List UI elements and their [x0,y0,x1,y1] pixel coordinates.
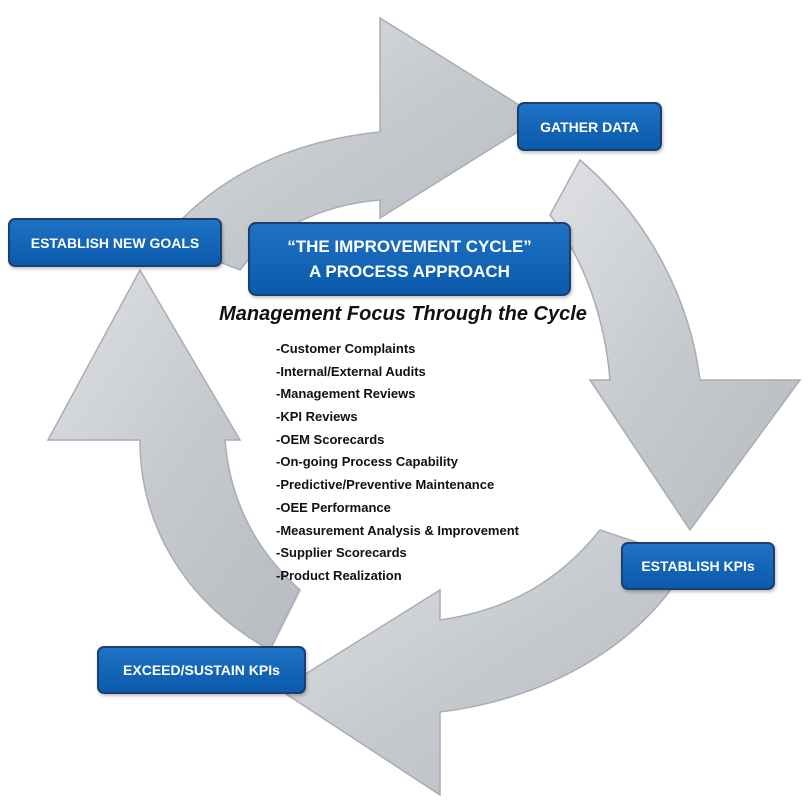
focus-heading: Management Focus Through the Cycle [219,303,587,325]
focus-list-item: -Product Realization [276,567,402,583]
arrow-bottom [278,529,692,797]
stage-gather-data-label: GATHER DATA [540,118,639,135]
title-line-1: “THE IMPROVEMENT CYCLE” [287,237,532,256]
stage-exceed-sustain-kpis: EXCEED/SUSTAIN KPIs [97,646,306,694]
stage-establish-new-goals: ESTABLISH NEW GOALS [8,218,222,267]
arrow-left [46,268,301,652]
stage-exceed-sustain-kpis-label: EXCEED/SUSTAIN KPIs [123,662,280,678]
focus-list-item: -OEM Scorecards [276,431,385,447]
stage-gather-data: GATHER DATA [517,102,662,151]
title-line-2: A PROCESS APPROACH [309,262,510,281]
focus-list-item: -Internal/External Audits [276,363,426,379]
focus-list-item: -Measurement Analysis & Improvement [276,522,519,538]
focus-list-item: -Predictive/Preventive Maintenance [276,477,495,493]
focus-list-item: -Supplier Scorecards [276,545,407,561]
focus-list-item: -Management Reviews [276,386,416,402]
focus-list: -Customer Complaints -Internal/External A… [276,340,519,590]
title-box: “THE IMPROVEMENT CYCLE” A PROCESS APPROA… [248,222,571,296]
stage-establish-new-goals-label: ESTABLISH NEW GOALS [30,234,200,251]
focus-list-item: -KPI Reviews [276,409,358,425]
stage-establish-kpis-label: ESTABLISH KPIs [641,558,755,574]
focus-list-item: -Customer Complaints [276,341,416,356]
focus-list-item: -On-going Process Capability [276,454,459,470]
focus-list-item: -OEE Performance [276,499,391,515]
arrow-right [549,158,802,532]
stage-establish-kpis: ESTABLISH KPIs [621,542,775,590]
